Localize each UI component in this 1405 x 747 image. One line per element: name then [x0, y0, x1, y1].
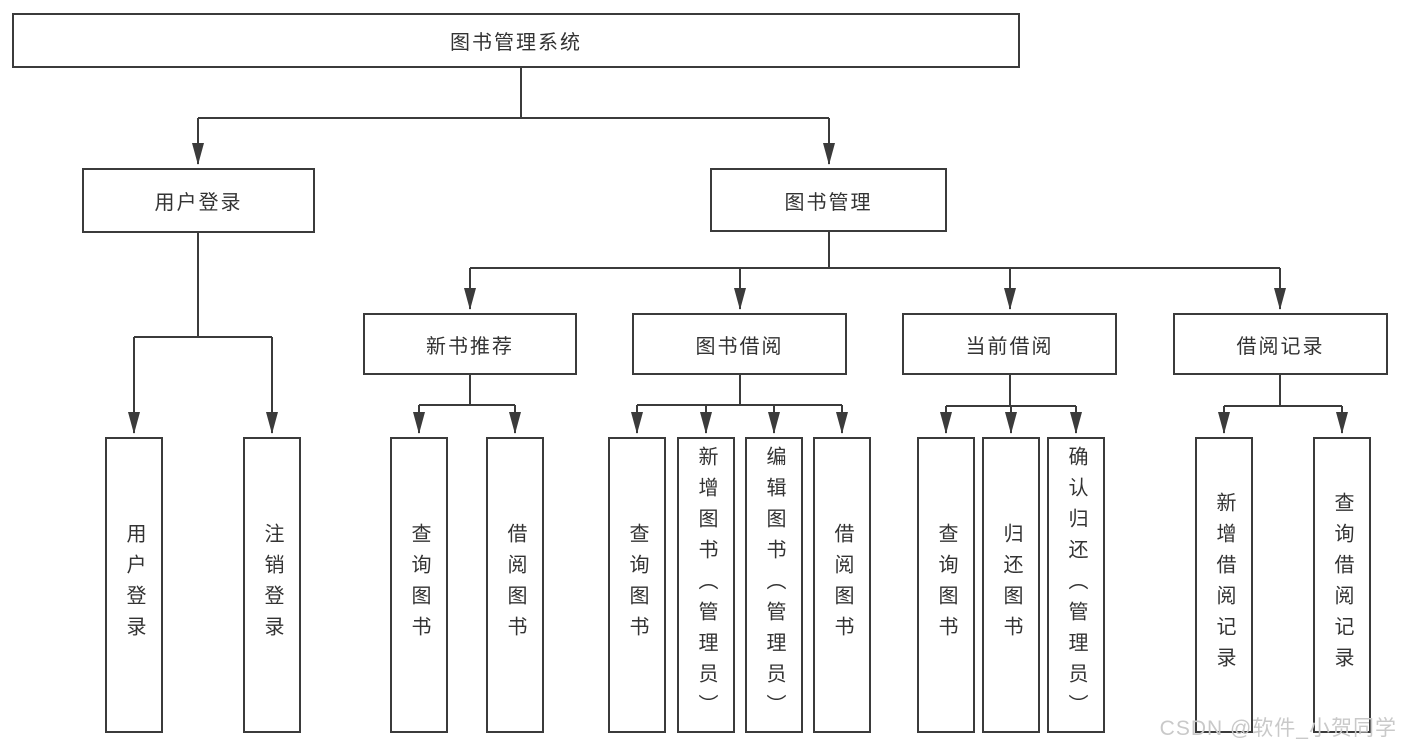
leaf-query-books-borrow: 查询图书	[608, 437, 666, 733]
leaf-confirm-return-admin: 确认归还（管理员）	[1047, 437, 1105, 733]
watermark: CSDN @软件_小贺同学	[1159, 717, 1397, 740]
node-label: 新书推荐	[426, 335, 514, 358]
node-user-login: 用户登录	[82, 168, 315, 233]
node-label: 新增图书（管理员）	[695, 445, 717, 725]
node-borrow-records: 借阅记录	[1173, 313, 1388, 375]
leaf-add-book-admin: 新增图书（管理员）	[677, 437, 735, 733]
leaf-borrow-books-recommend: 借阅图书	[486, 437, 544, 733]
node-label: 借阅记录	[1236, 335, 1325, 358]
leaf-add-borrow-record: 新增借阅记录	[1195, 437, 1253, 733]
leaf-logout: 注销登录	[243, 437, 301, 733]
node-label: 归还图书	[1000, 523, 1022, 647]
node-book-management: 图书管理	[710, 168, 947, 232]
leaf-query-borrow-record: 查询借阅记录	[1313, 437, 1371, 733]
leaf-query-books-current: 查询图书	[917, 437, 975, 733]
node-label: 当前借阅	[965, 335, 1054, 358]
node-label: 图书管理	[784, 191, 873, 214]
node-library-system: 图书管理系统	[12, 13, 1020, 68]
node-label: 确认归还（管理员）	[1065, 445, 1087, 725]
node-label: 借阅图书	[504, 523, 526, 647]
node-label: 用户登录	[154, 192, 243, 214]
node-label: 图书借阅	[695, 335, 784, 358]
node-book-borrow: 图书借阅	[632, 313, 847, 375]
leaf-return-book: 归还图书	[982, 437, 1040, 733]
node-label: 借阅图书	[831, 523, 853, 647]
node-label: 注销登录	[261, 523, 283, 647]
leaf-user-login: 用户登录	[105, 437, 163, 733]
node-label: 查询图书	[935, 523, 957, 647]
node-label: 查询图书	[408, 523, 430, 647]
node-label: 用户登录	[123, 523, 145, 647]
leaf-edit-book-admin: 编辑图书（管理员）	[745, 437, 803, 733]
leaf-borrow-books-2: 借阅图书	[813, 437, 871, 733]
leaf-query-books-recommend: 查询图书	[390, 437, 448, 733]
node-label: 查询借阅记录	[1331, 492, 1353, 678]
node-label: 新增借阅记录	[1213, 492, 1235, 678]
node-label: 查询图书	[626, 523, 648, 647]
node-label: 图书管理系统	[450, 32, 582, 54]
node-new-book-recommend: 新书推荐	[363, 313, 577, 375]
node-current-borrow: 当前借阅	[902, 313, 1117, 375]
node-label: 编辑图书（管理员）	[763, 445, 785, 725]
